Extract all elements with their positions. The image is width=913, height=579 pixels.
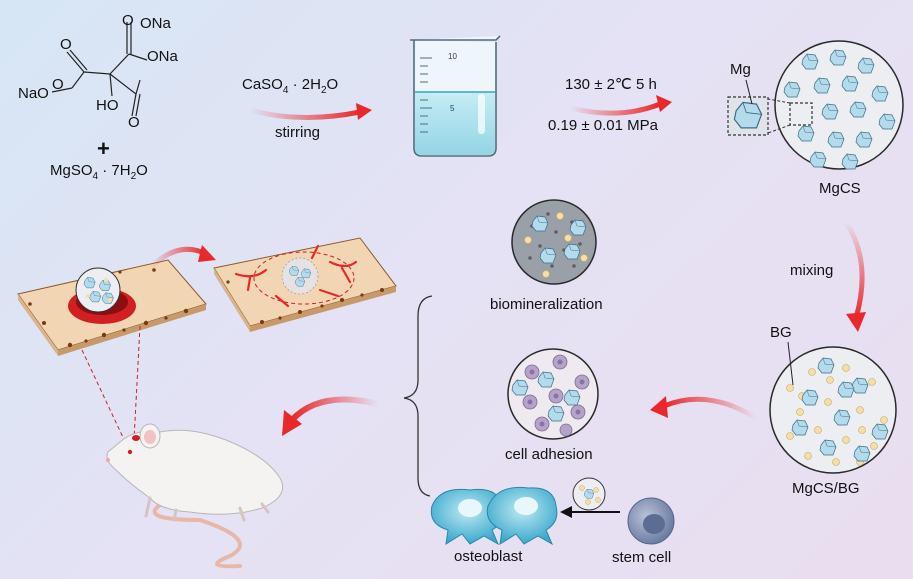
arrow-mixing <box>843 220 865 319</box>
beaker-mark-5: 5 <box>450 104 455 113</box>
bone-defect-implant <box>17 259 207 449</box>
mgcs-bg-label: MgCS/BG <box>792 480 860 497</box>
oxygen-label: O <box>52 76 64 93</box>
arrow-to-mouse <box>289 396 379 423</box>
biomineralization-particle <box>511 199 597 285</box>
oxygen-label-4: O <box>60 36 72 53</box>
osteoblast-label: osteoblast <box>454 548 523 565</box>
bone-regeneration <box>213 237 397 332</box>
mgso4-formula: MgSO4 · 7H2O <box>50 162 148 182</box>
mgcs-label: MgCS <box>819 180 861 197</box>
plus-sign: + <box>97 136 110 161</box>
mixing-label: mixing <box>790 262 834 279</box>
stem-cell <box>627 497 675 545</box>
na-label-right: ONa <box>147 48 178 65</box>
oxygen-label-2: O <box>122 12 134 29</box>
mouse-icon <box>106 423 284 569</box>
stem-cell-label: stem cell <box>612 549 672 566</box>
beaker-mark-10: 10 <box>448 52 457 61</box>
arrow-to-results <box>663 396 758 421</box>
stirring-label: stirring <box>275 124 321 141</box>
arrow-hydrothermal <box>569 101 661 116</box>
beaker-icon <box>410 35 501 157</box>
caso4-formula: CaSO4 · 2H2O <box>242 76 339 96</box>
nao-label: NaO <box>18 85 49 102</box>
na-label-top: ONa <box>140 15 171 32</box>
mgcs-bg-particle <box>769 341 897 474</box>
ho-label: HO <box>96 97 119 114</box>
oxygen-label-3: O <box>128 114 140 131</box>
sodium-citrate-structure <box>51 22 148 117</box>
small-mgcs-bg-particle <box>572 477 606 511</box>
mgcs-particle <box>727 40 904 170</box>
bracket <box>403 295 433 497</box>
arrow-stirring <box>249 107 361 121</box>
mg-label: Mg <box>730 61 751 78</box>
cell-adhesion-particle <box>507 348 599 440</box>
bg-label: BG <box>770 324 792 341</box>
biomineralization-label: biomineralization <box>490 296 603 313</box>
cell-adhesion-label: cell adhesion <box>505 446 593 463</box>
condition-pressure: 0.19 ± 0.01 MPa <box>548 117 658 134</box>
condition-temperature: 130 ± 2℃ 5 h <box>565 76 657 93</box>
osteoblast-cells <box>430 486 558 546</box>
